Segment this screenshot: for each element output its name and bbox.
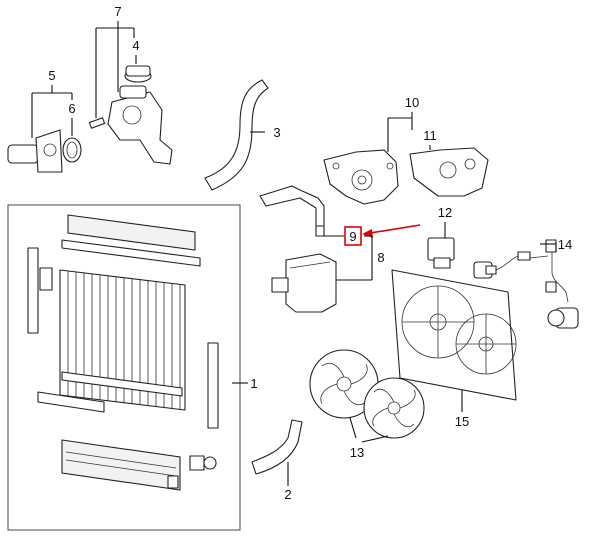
radiator-lower-gasket: [61, 371, 183, 397]
callout-9: 9: [349, 229, 356, 244]
callout-12: 12: [438, 205, 452, 220]
cooling-fan-right: [363, 377, 425, 439]
callout-5: 5: [48, 68, 55, 83]
callout-8: 8: [377, 250, 384, 265]
radiator-group-frame: [7, 204, 241, 531]
coolant-reservoir: [271, 253, 337, 313]
water-pump: [323, 149, 399, 205]
water-outlet-housing: [107, 85, 173, 165]
water-inlet-housing: [7, 129, 63, 173]
fan-motor-small: [473, 261, 497, 279]
callout-4: 4: [132, 38, 139, 53]
reservoir-hose: [259, 185, 325, 237]
radiator-cap-fitting: [189, 455, 217, 471]
highlight-arrowhead: [362, 229, 373, 238]
lower-radiator-hose: [251, 419, 303, 475]
thermostat-gasket: [62, 137, 82, 163]
radiator-bracket-left: [39, 267, 53, 291]
fan-shroud: [391, 269, 517, 401]
callout-3: 3: [273, 125, 280, 140]
radiator-lower-seal: [37, 391, 105, 413]
bleeder-bolt: [88, 117, 106, 129]
radiator-left-support: [27, 247, 39, 334]
callout-11: 11: [423, 128, 437, 143]
fan-wiring-harness: [495, 239, 569, 303]
callout-6: 6: [68, 101, 75, 116]
callout-9-highlight-box: [344, 226, 362, 246]
cooling-fan-left: [309, 349, 379, 419]
fan-motor-connector: [427, 237, 455, 269]
drain-cock: [167, 475, 179, 489]
upper-radiator-hose: [204, 79, 269, 191]
callout-15: 15: [455, 414, 469, 429]
water-pump-gasket: [409, 147, 489, 197]
fan-motor-large: [547, 307, 579, 329]
radiator-upper-seal: [61, 239, 201, 267]
callout-2: 2: [284, 487, 291, 502]
callout-1: 1: [250, 376, 257, 391]
callout-7: 7: [114, 4, 121, 19]
radiator-lower-tank: [61, 439, 181, 491]
radiator-upper-tank: [67, 214, 196, 251]
radiator-cap: [124, 65, 152, 83]
callout-10: 10: [405, 95, 419, 110]
callout-13: 13: [350, 445, 364, 460]
highlight-arrow: [363, 224, 421, 235]
callout-14: 14: [558, 237, 572, 252]
radiator-right-support: [207, 342, 219, 429]
